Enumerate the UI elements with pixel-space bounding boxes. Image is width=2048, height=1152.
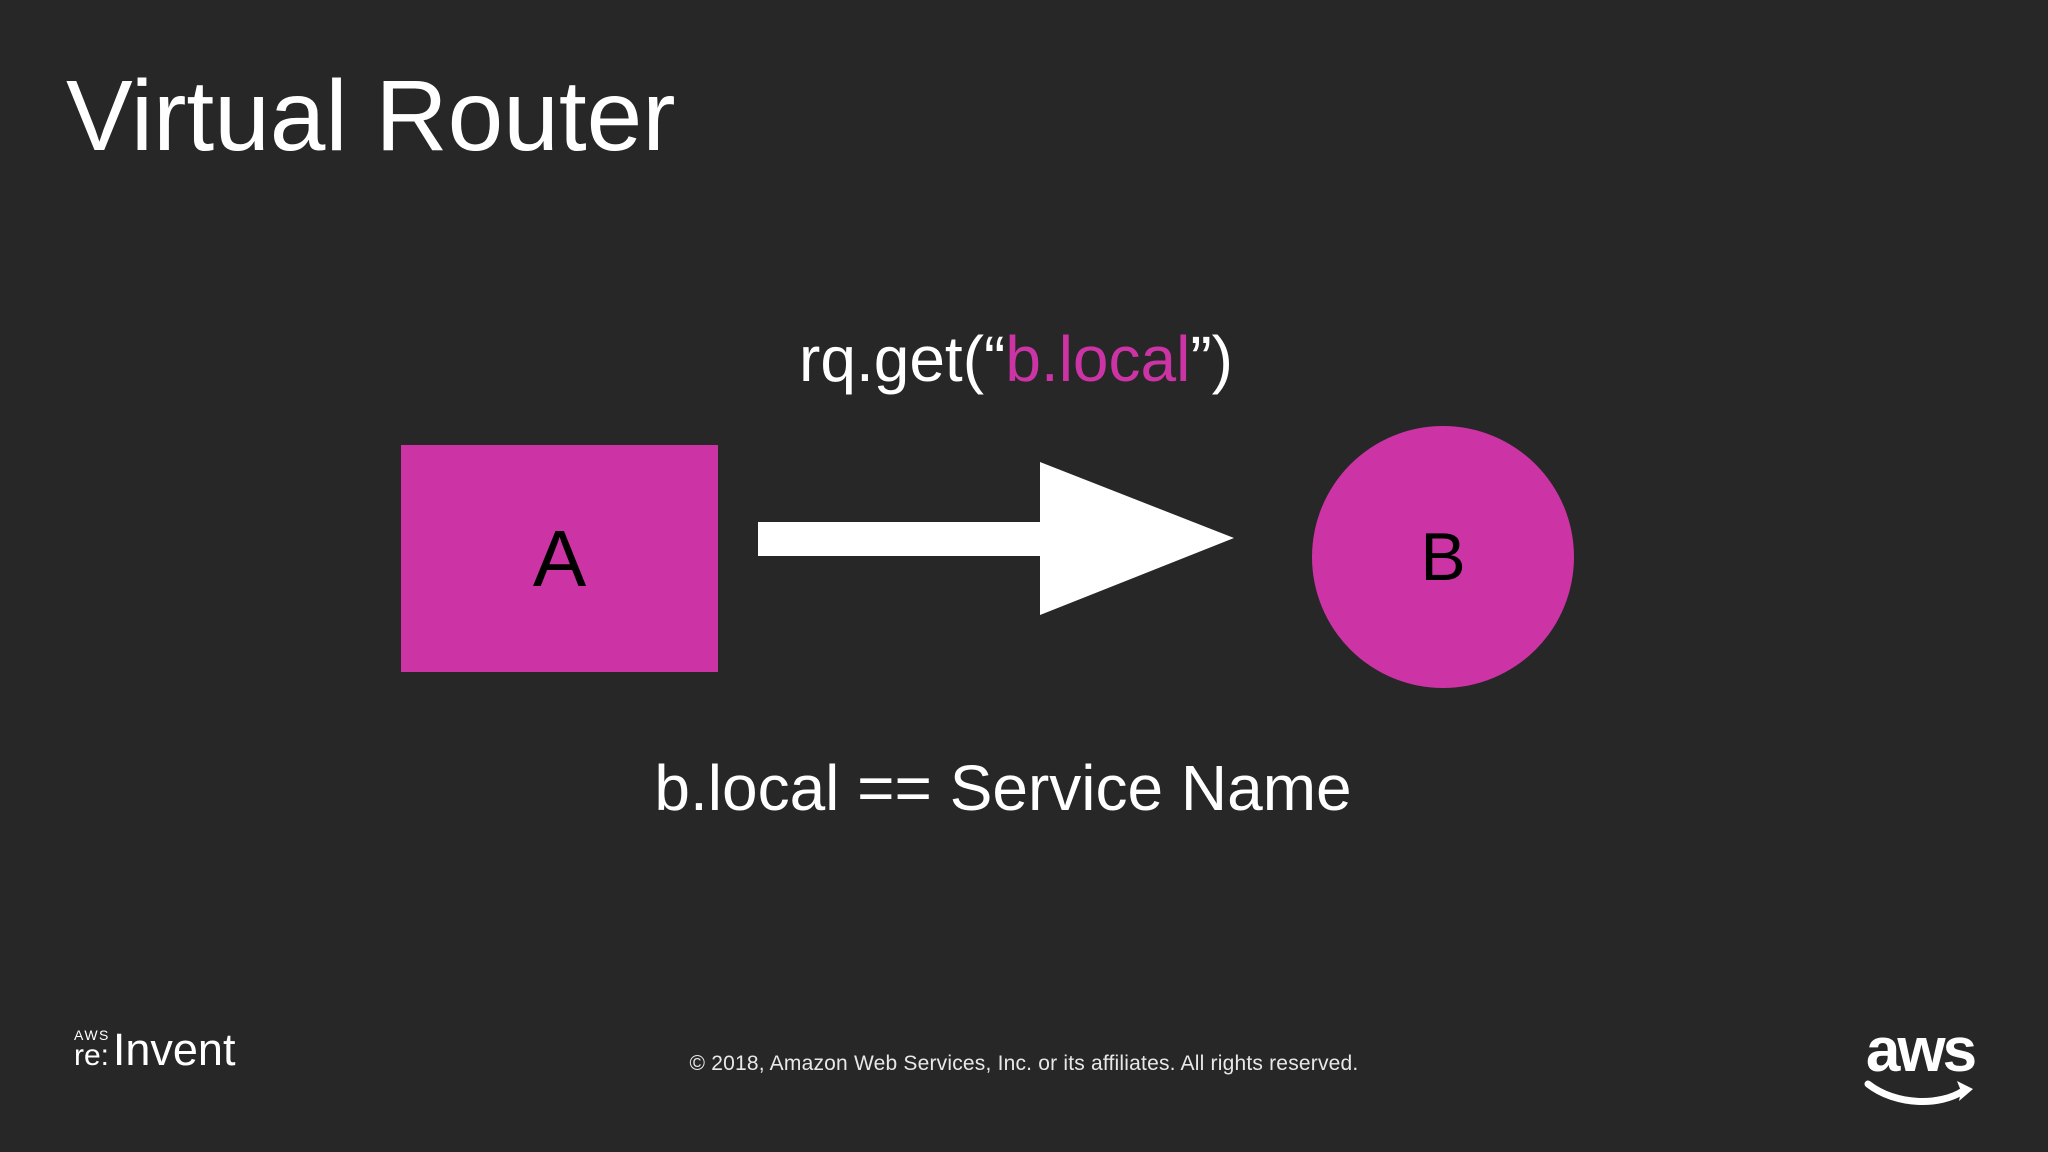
reinvent-re-text: re: [74,1039,110,1072]
code-highlight: b.local [1005,323,1191,395]
slide-title: Virtual Router [66,60,676,172]
aws-smile-icon [1864,1080,1973,1106]
code-annotation: rq.get(“b.local”) [0,318,2032,401]
reinvent-aws-text: AWS [74,1027,110,1043]
service-a-box: A [401,445,718,672]
reinvent-invent-text: Invent [112,1023,236,1075]
copyright-text: © 2018, Amazon Web Services, Inc. or its… [689,1052,1359,1075]
aws-logo: aws [1862,1016,1978,1110]
code-suffix: ”) [1190,323,1233,395]
arrow-right-icon [758,462,1234,615]
service-a-label: A [532,513,587,603]
aws-wordmark-text: aws [1865,1016,1977,1085]
caption-text: b.local == Service Name [654,752,1352,824]
code-prefix: rq.get(“ [799,323,1006,395]
service-b-label: B [1420,519,1466,595]
reinvent-logo-left: AWS re: [74,1027,110,1072]
service-b-circle: B [1312,426,1574,688]
reinvent-logo: AWS re: Invent [74,1023,236,1075]
